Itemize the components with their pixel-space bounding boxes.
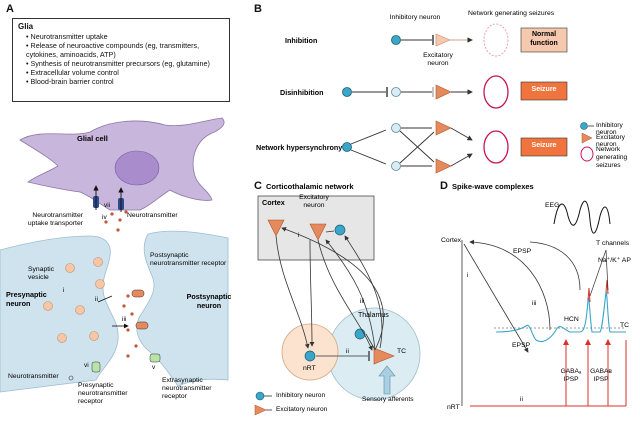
legend-inhibitory-label: Inhibitory neuron [596,122,623,136]
postsynaptic-receptor [131,289,145,298]
na-k-ap-label: Na⁺/K⁺ AP [598,257,631,264]
roman-ii-label: ii [95,296,98,303]
neurotransmitter-label-bottom: Neurotransmitter [8,373,59,380]
roman-v-label: v [152,364,156,371]
postsynaptic-neuron-label: Postsynaptic neuron [186,292,232,310]
tc-membrane-trace [495,291,626,343]
eeg-label: EEG [545,202,560,209]
panel-c-title: Corticothalamic network [266,182,354,191]
extrasynaptic-receptor-label: Extrasynaptic neurotransmitter receptor [162,377,212,400]
panel-label-d: D [440,180,448,192]
panel-b-network-diagram [342,23,594,174]
glia-item: Release of neuroactive compounds (eg, tr… [26,41,224,59]
glia-functions-list: Neurotransmitter uptake Release of neuro… [18,32,224,86]
glia-item: Neurotransmitter uptake [26,32,224,41]
c-roman-i: i [298,232,300,239]
legend-network-label: Network generating seizures [596,146,628,169]
presynaptic-neuron [0,235,119,393]
epsp-label: EPSP [512,342,531,349]
cortex-excitatory-label: Excitatory neuron [299,194,329,209]
tc-neuron [373,347,395,365]
c-roman-ii: ii [346,348,349,355]
presynaptic-neuron-label: Presynaptic neuron [6,290,47,308]
hcn-label: HCN [564,316,579,323]
tc-label: TC [397,348,407,355]
d-roman-i: i [467,272,469,279]
inhibitory-neuron-label: Inhibitory neuron [389,14,441,21]
thalamus-inhibitory-neuron [354,328,366,340]
panel-d-title: Spike-wave complexes [452,182,534,191]
c-roman-iii: iii [360,298,365,305]
extrasynaptic-receptor [149,353,161,363]
t-channels-label: T channels [596,240,630,247]
c-legend-excitatory: Excitatory neuron [276,406,328,413]
panel-label-a: A [6,3,14,15]
sensory-afferent-arrow [378,365,396,395]
nrt-inhibitory-neuron [304,350,316,362]
postsynaptic-neuron [136,230,229,387]
cortex-inhibitory-neuron [334,224,346,236]
panel-label-b: B [254,3,262,15]
panel-label-c: C [254,180,262,192]
neurotransmitter-label-top: Neurotransmitter [127,212,178,219]
seizure-text: Seizure [531,86,557,93]
synaptic-vesicles [43,257,105,343]
seizure-text: Seizure [531,142,557,149]
glia-item: Blood-brain barrier control [26,77,224,86]
postsynaptic-receptor-label: Postsynaptic neurotransmitter receptor [150,252,227,267]
neurotransmitter-dots [68,210,138,381]
synaptic-vesicle-label: Synaptic vesicle [28,266,55,281]
d-roman-ii: ii [520,396,523,403]
excitatory-neuron-label: Excitatory neuron [423,52,453,67]
panel-a-synapse-diagram [0,117,229,393]
cortex-label: Cortex [262,198,285,207]
inhibitory-neuron [391,35,401,45]
postsynaptic-receptor [135,321,149,330]
cortex-excitatory-neuron [309,223,327,241]
panel-d-spike-wave-diagram [461,200,627,407]
roman-i-label: i [63,287,65,294]
glia-functions-box: Glia Neurotransmitter uptake Release of … [12,18,230,102]
gaba-a-label: GABAₐ IPSP [560,368,582,383]
glia-item: Extracellular volume control [26,68,224,77]
row-inhibition-label: Inhibition [285,36,318,45]
glia-item: Synthesis of neurotransmitter precursors… [26,59,224,68]
sensory-afferents-label: Sensory afferents [362,396,414,403]
gaba-b-label: GABAв IPSP [590,368,612,383]
roman-vii-label: vii [104,202,111,209]
presynaptic-receptor [91,361,101,373]
d-roman-iii: iii [532,300,537,307]
excitatory-neuron [435,33,451,47]
row-hypersynchrony-label: Network hypersynchrony [256,143,343,152]
glia-box-title: Glia [18,22,34,31]
d-tc-label: TC [620,322,630,329]
normal-function-text: Normal function [530,31,558,47]
roman-iii-label: iii [122,316,127,323]
network-generating-label: Network generating seizures [468,10,555,17]
presynaptic-receptor-label: Presynaptic neurotransmitter receptor [78,382,128,405]
roman-vi-label: vi [84,362,89,369]
thalamus-label: Thalamus [358,312,389,319]
normal-function-box [520,27,568,53]
row-disinhibition-label: Disinhibition [280,88,324,97]
uptake-transporter-label: Neurotransmitter uptake transporter [27,212,83,227]
nrt-label: nRT [303,365,316,372]
epsp-label-top: EPSP [513,248,532,255]
panel-c-corticothalamic-diagram [254,195,421,416]
c-legend-inhibitory: Inhibitory neuron [276,392,326,399]
glial-cell-label: Glial cell [77,134,108,143]
glial-nucleus [114,150,160,186]
seizure-box [520,137,568,157]
d-nrt-label: nRT [447,404,460,411]
d-cortex-label: Cortex [441,237,462,244]
eeg-trace [553,200,611,234]
seizure-box [520,81,568,101]
cortex-excitatory-neuron [267,219,285,237]
legend-excitatory-label: Excitatory neuron [596,134,625,148]
roman-iv-label: iv [102,214,107,221]
